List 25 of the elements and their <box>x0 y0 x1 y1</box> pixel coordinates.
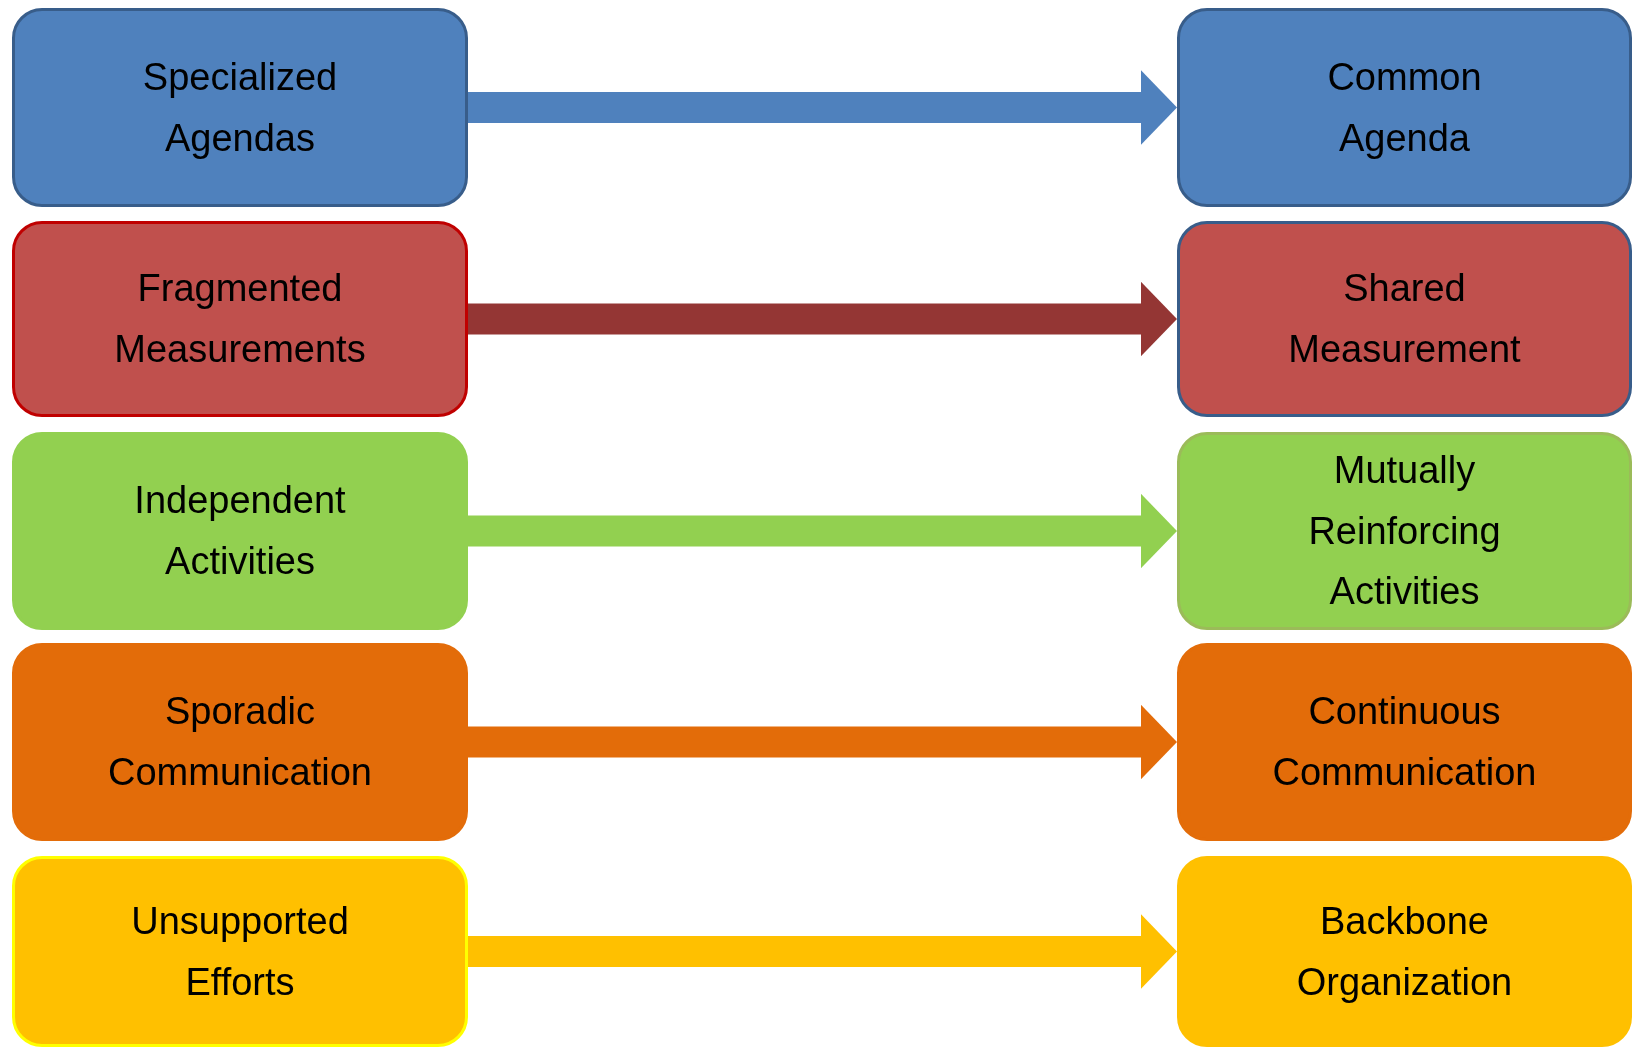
rounded-box <box>12 856 468 1047</box>
box-label: Backbone Organization <box>1295 898 1514 1005</box>
block-arrow <box>468 281 1177 357</box>
box-label: Specialized Agendas <box>141 54 339 161</box>
box-label: Fragmented Measurements <box>113 266 367 372</box>
rounded-box <box>12 8 468 207</box>
box-label: Sporadic Communication <box>107 689 373 795</box>
box-label: Shared Measurement <box>1287 266 1522 372</box>
rounded-box <box>1177 221 1632 417</box>
block-arrow <box>468 704 1177 780</box>
rounded-box <box>1177 643 1632 841</box>
rounded-box <box>12 221 468 417</box>
box-label: Unsupported Efforts <box>130 898 350 1005</box>
rounded-box <box>1177 856 1632 1047</box>
box-label: Independent Activities <box>133 478 347 584</box>
block-arrow <box>468 493 1177 569</box>
rounded-box <box>12 432 468 630</box>
box-label: Continuous Communication <box>1271 689 1538 795</box>
block-arrow <box>468 914 1177 989</box>
rounded-box <box>1177 432 1632 630</box>
box-label: Mutually Reinforcing Activities <box>1307 447 1502 615</box>
box-label: Common Agenda <box>1326 54 1483 161</box>
rounded-box <box>1177 8 1632 207</box>
block-arrow <box>468 70 1177 145</box>
rounded-box <box>12 643 468 841</box>
